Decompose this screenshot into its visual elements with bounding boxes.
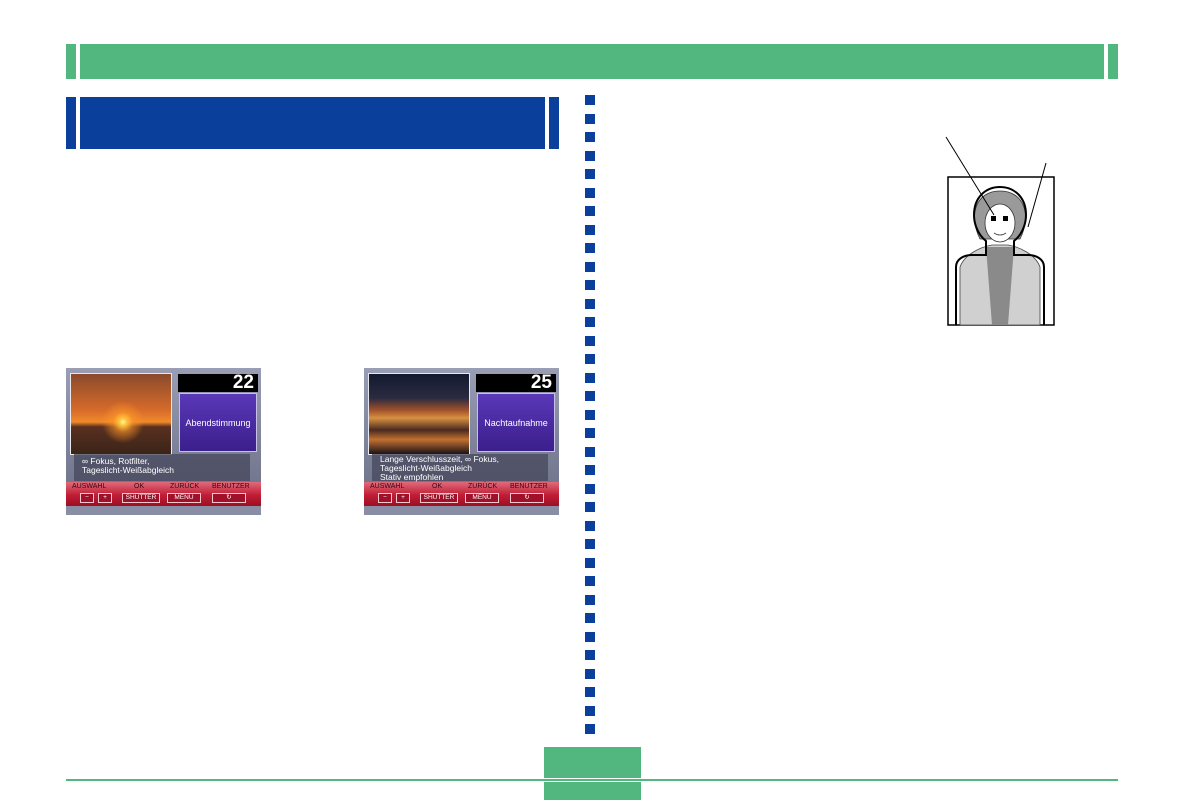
minus-button: − <box>80 493 94 503</box>
divider-dot <box>585 95 595 105</box>
divider-dot <box>585 724 595 734</box>
divider-dot <box>585 335 595 346</box>
divider-dot <box>585 650 595 660</box>
divider-dot <box>585 594 595 605</box>
auswahl-label: AUSWAHL <box>72 483 107 490</box>
divider-dot <box>585 557 595 568</box>
divider-dot <box>585 169 595 179</box>
divider-dot <box>585 187 595 198</box>
divider-dot <box>585 132 595 142</box>
divider-dot <box>585 261 595 272</box>
ok-label: OK <box>134 483 145 490</box>
user-icon: ↻ <box>212 493 246 503</box>
benutzer-label: BENUTZER <box>212 483 250 490</box>
divider-dot <box>585 631 595 642</box>
divider-dot <box>585 243 595 253</box>
divider-dot <box>585 520 595 531</box>
section-title-bar <box>66 97 559 149</box>
divider-dot <box>585 224 595 235</box>
divider-dot <box>585 280 595 290</box>
control-strip: AUSWAHL OK ZURÜCK BENUTZER − + SHUTTER M… <box>364 482 559 506</box>
auswahl-label: AUSWAHL <box>370 483 405 490</box>
screen-footer <box>66 506 261 515</box>
divider-dot <box>585 354 595 364</box>
camera-screen-sunset: 22 Abendstimmung ∞ Fokus, Rotfilter, Tag… <box>66 368 261 515</box>
divider-dot <box>585 576 595 586</box>
divider-dot <box>585 372 595 383</box>
desc-line: ∞ Fokus, Rotfilter, <box>82 456 150 466</box>
desc-line: Tageslicht-Weißabgleich <box>82 465 174 475</box>
page-number-box <box>544 747 641 800</box>
column-divider <box>585 95 595 740</box>
divider-dot <box>585 428 595 438</box>
menu-button: MENU <box>167 493 201 503</box>
user-icon: ↻ <box>510 493 544 503</box>
portrait-illustration <box>945 136 1055 326</box>
divider-dot <box>585 298 595 309</box>
scene-description: Lange Verschlusszeit, ∞ Fokus, Tageslich… <box>372 454 548 482</box>
divider-dot <box>585 613 595 623</box>
minus-button: − <box>378 493 392 503</box>
benutzer-label: BENUTZER <box>510 483 548 490</box>
plus-button: + <box>98 493 112 503</box>
screen-footer <box>364 506 559 515</box>
divider-dot <box>585 391 595 401</box>
divider-dot <box>585 206 595 216</box>
desc-line: Tageslicht-Weißabgleich <box>380 463 472 473</box>
divider-dot <box>585 668 595 679</box>
zuruck-label: ZURÜCK <box>468 483 498 490</box>
page-footer-rule <box>66 779 1118 781</box>
divider-dot <box>585 409 595 420</box>
menu-button: MENU <box>465 493 499 503</box>
shutter-button: SHUTTER <box>122 493 160 503</box>
divider-dot <box>585 465 595 475</box>
page-header-bar <box>66 44 1118 79</box>
shot-counter: 25 <box>476 373 556 392</box>
divider-dot <box>585 150 595 161</box>
divider-dot <box>585 317 595 327</box>
shutter-button: SHUTTER <box>420 493 458 503</box>
night-photo <box>368 373 470 455</box>
zuruck-label: ZURÜCK <box>170 483 200 490</box>
desc-line: Stativ empfohlen <box>380 472 444 482</box>
scene-mode-label: Nachtaufnahme <box>477 393 555 452</box>
divider-dot <box>585 539 595 549</box>
divider-dot <box>585 446 595 457</box>
shot-counter: 22 <box>178 373 258 392</box>
scene-description: ∞ Fokus, Rotfilter, Tageslicht-Weißabgle… <box>74 454 250 481</box>
control-strip: AUSWAHL OK ZURÜCK BENUTZER − + SHUTTER M… <box>66 482 261 506</box>
scene-mode-label: Abendstimmung <box>179 393 257 452</box>
desc-line: Lange Verschlusszeit, ∞ Fokus, <box>380 454 499 464</box>
divider-dot <box>585 687 595 697</box>
sunset-photo <box>70 373 172 455</box>
camera-screen-night: 25 Nachtaufnahme Lange Verschlusszeit, ∞… <box>364 368 559 515</box>
divider-dot <box>585 705 595 716</box>
divider-dot <box>585 113 595 124</box>
ok-label: OK <box>432 483 443 490</box>
plus-button: + <box>396 493 410 503</box>
divider-dot <box>585 502 595 512</box>
divider-dot <box>585 483 595 494</box>
